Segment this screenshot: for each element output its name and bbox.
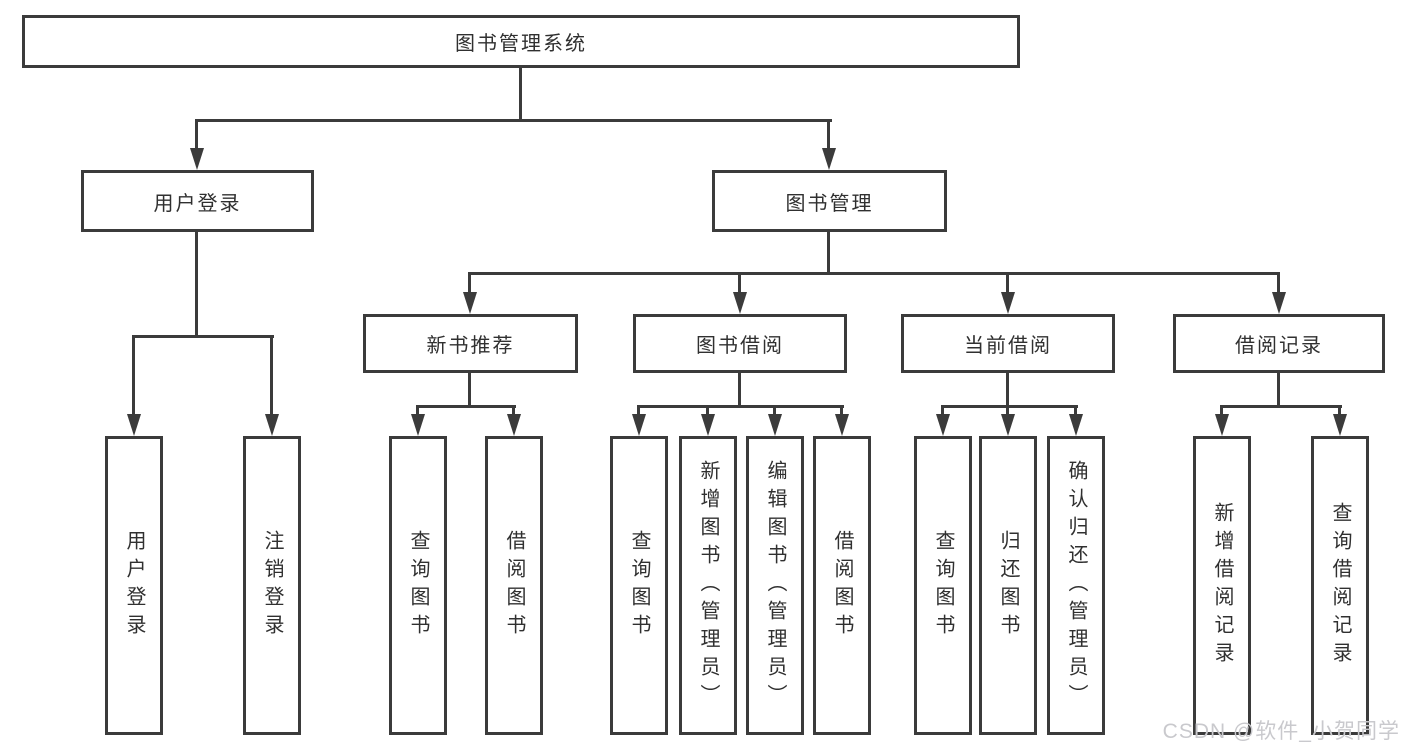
connector-userlogin-rail — [133, 335, 274, 338]
leaf-label: 查询借阅记录 — [1329, 501, 1351, 670]
leaf-label: 确认归还（管理员） — [1065, 459, 1087, 712]
connector-bb-rail — [637, 405, 844, 408]
node-library-management-system: 图书管理系统 — [22, 15, 1020, 68]
leaf-br-add-borrow-record: 新增借阅记录 — [1193, 436, 1251, 735]
arrow-down-icon — [127, 414, 141, 436]
connector-drop — [1006, 405, 1009, 416]
connector-bookmgmt-rail — [468, 272, 1280, 275]
arrow-down-icon — [265, 414, 279, 436]
node-user-login: 用户登录 — [81, 170, 314, 232]
leaf-user-login: 用户登录 — [105, 436, 163, 735]
leaf-nbr-borrow-books: 借阅图书 — [485, 436, 543, 735]
leaf-label: 用户登录 — [123, 529, 145, 642]
arrow-down-icon — [632, 414, 646, 436]
leaf-cb-return-books: 归还图书 — [979, 436, 1037, 735]
arrow-down-icon — [1333, 414, 1347, 436]
arrow-down-icon — [1272, 292, 1286, 314]
leaf-label: 归还图书 — [997, 529, 1019, 642]
node-borrowing-records: 借阅记录 — [1173, 314, 1385, 373]
connector-drop — [706, 405, 709, 416]
connector-drop — [637, 405, 640, 416]
connector-nbr-rail — [416, 405, 516, 408]
node-new-book-recommendation: 新书推荐 — [363, 314, 578, 373]
node-current-borrowing: 当前借阅 — [901, 314, 1115, 373]
leaf-logout: 注销登录 — [243, 436, 301, 735]
leaf-br-query-borrow-record: 查询借阅记录 — [1311, 436, 1369, 735]
connector-drop — [468, 272, 471, 294]
connector-root-rail — [196, 119, 832, 122]
arrow-down-icon — [411, 414, 425, 436]
connector-drop — [1338, 405, 1341, 416]
connector-cb-rail — [941, 405, 1078, 408]
arrow-down-icon — [701, 414, 715, 436]
leaf-bb-query-books: 查询图书 — [610, 436, 668, 735]
arrow-down-icon — [463, 292, 477, 314]
arrow-down-icon — [1001, 414, 1015, 436]
connector-drop — [1220, 405, 1223, 416]
csdn-watermark: CSDN @软件_小贺同学 — [1162, 720, 1400, 743]
connector-drop — [773, 405, 776, 416]
connector-bb-stem — [738, 371, 741, 407]
leaf-label: 查询图书 — [932, 529, 954, 642]
connector-drop — [738, 272, 741, 294]
connector-userlogin-stem — [195, 230, 198, 335]
arrow-down-icon — [190, 148, 204, 170]
connector-drop — [1074, 405, 1077, 416]
arrow-down-icon — [507, 414, 521, 436]
leaf-bb-add-books-admin: 新增图书（管理员） — [679, 436, 737, 735]
leaf-cb-confirm-return-admin: 确认归还（管理员） — [1047, 436, 1105, 735]
arrow-down-icon — [1069, 414, 1083, 436]
connector-br-stem — [1277, 371, 1280, 407]
leaf-label: 新增图书（管理员） — [697, 459, 719, 712]
connector-drop — [1277, 272, 1280, 294]
arrow-down-icon — [822, 148, 836, 170]
connector-drop — [512, 405, 515, 416]
connector-br-rail — [1220, 405, 1342, 408]
node-book-borrowing: 图书借阅 — [633, 314, 847, 373]
arrow-down-icon — [768, 414, 782, 436]
connector-drop — [270, 335, 273, 416]
connector-cb-stem — [1006, 371, 1009, 407]
leaf-bb-edit-books-admin: 编辑图书（管理员） — [746, 436, 804, 735]
connector-bookmgmt-stem — [827, 230, 830, 275]
arrow-down-icon — [835, 414, 849, 436]
connector-drop — [132, 335, 135, 416]
leaf-label: 新增借阅记录 — [1211, 501, 1233, 670]
leaf-nbr-query-books: 查询图书 — [389, 436, 447, 735]
connector-drop — [195, 119, 198, 151]
arrow-down-icon — [733, 292, 747, 314]
connector-drop — [416, 405, 419, 416]
leaf-label: 注销登录 — [261, 529, 283, 642]
arrow-down-icon — [936, 414, 950, 436]
leaf-label: 编辑图书（管理员） — [764, 459, 786, 712]
connector-drop — [1006, 272, 1009, 294]
connector-drop — [941, 405, 944, 416]
connector-nbr-stem — [468, 371, 471, 407]
node-book-management: 图书管理 — [712, 170, 947, 232]
leaf-label: 借阅图书 — [831, 529, 853, 642]
connector-drop — [840, 405, 843, 416]
arrow-down-icon — [1215, 414, 1229, 436]
leaf-label: 借阅图书 — [503, 529, 525, 642]
leaf-cb-query-books: 查询图书 — [914, 436, 972, 735]
connector-drop — [827, 119, 830, 151]
connector-root-stem — [519, 66, 522, 121]
leaf-label: 查询图书 — [628, 529, 650, 642]
leaf-bb-borrow-books: 借阅图书 — [813, 436, 871, 735]
leaf-label: 查询图书 — [407, 529, 429, 642]
arrow-down-icon — [1001, 292, 1015, 314]
